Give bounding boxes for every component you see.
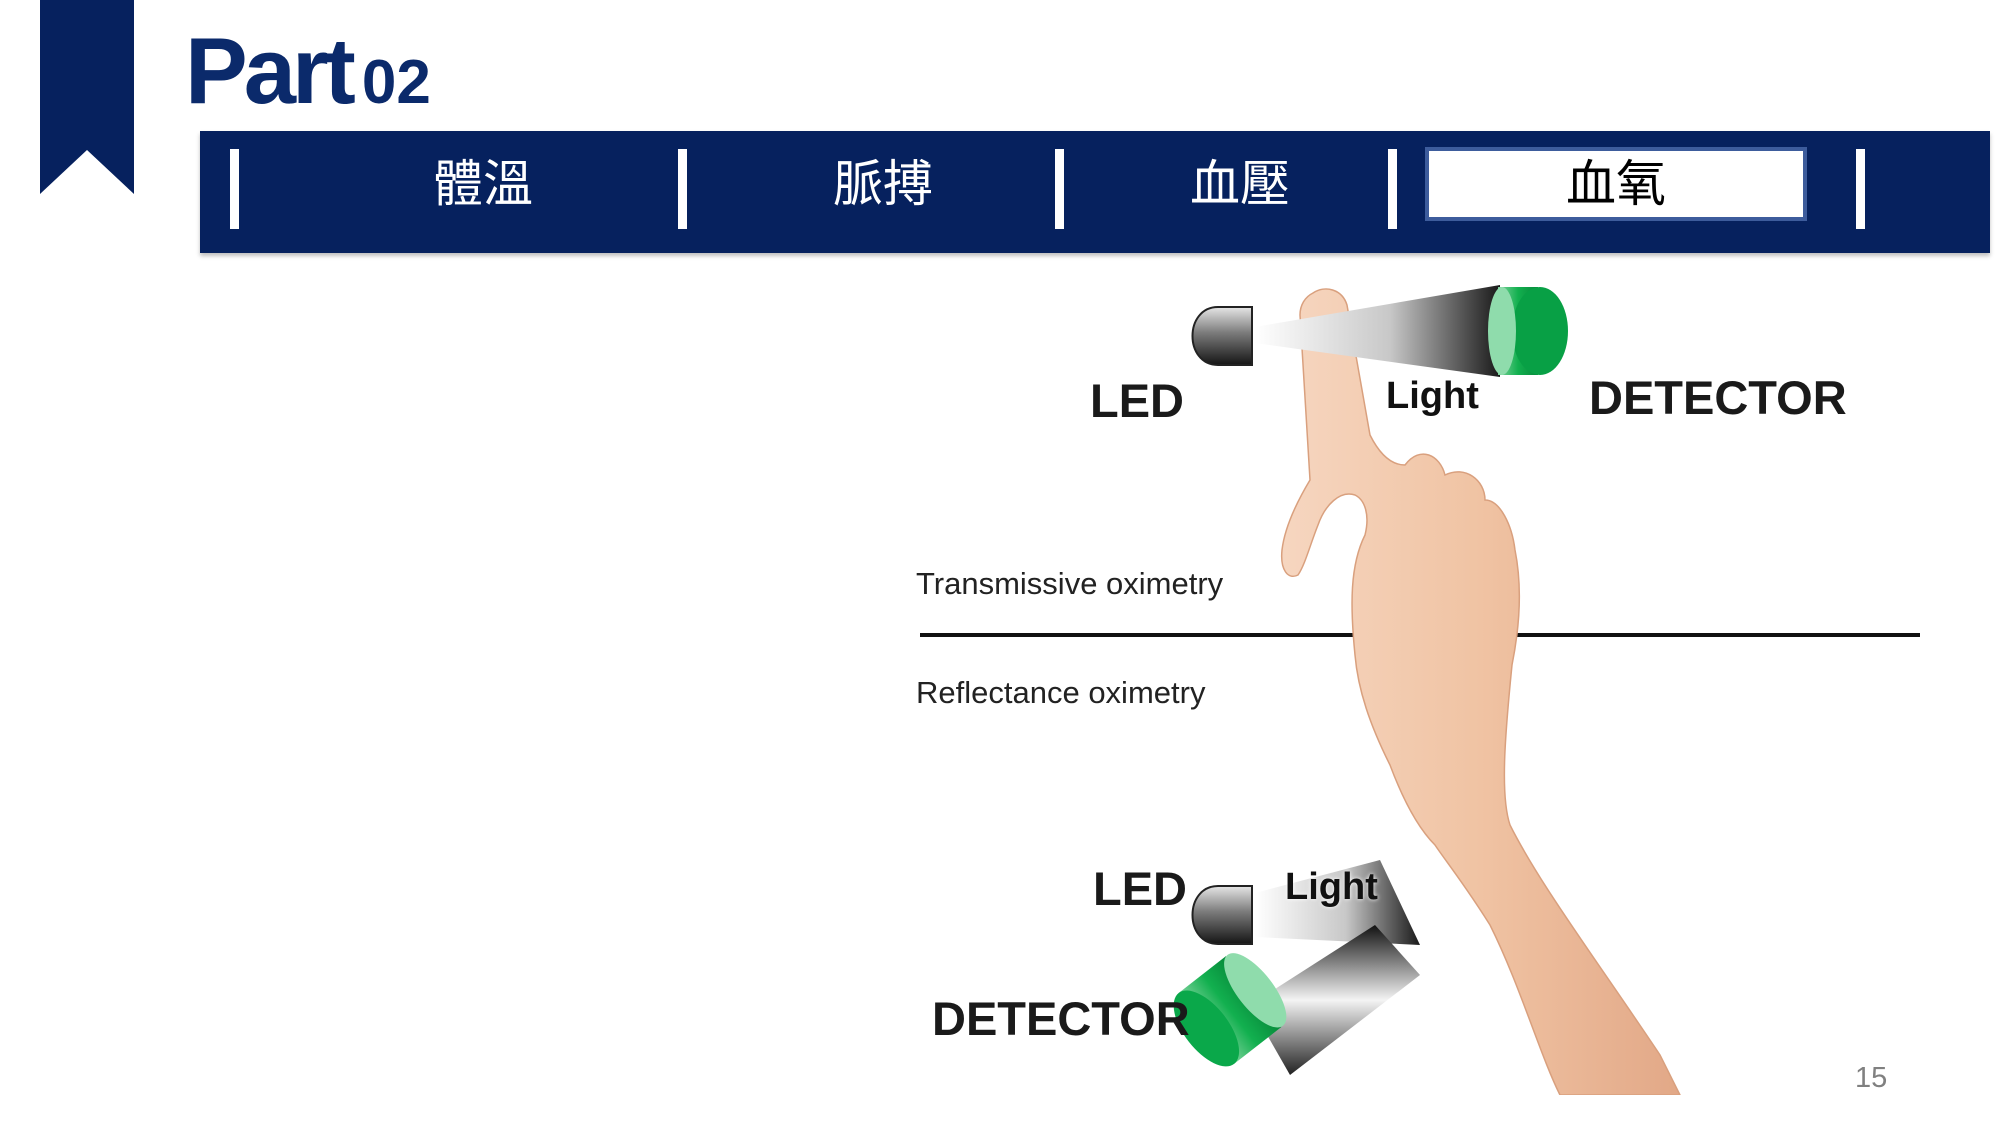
bottom-light-beam-out	[1250, 925, 1420, 1075]
topic-nav-bar: 體溫 脈搏 血壓 血氧	[200, 131, 1990, 253]
top-detector-label: DETECTOR	[1589, 371, 1847, 424]
bottom-detector-label: DETECTOR	[932, 992, 1190, 1045]
bottom-light-label: Light	[1285, 866, 1378, 908]
bookmark-ribbon-icon	[40, 0, 134, 194]
reflectance-label: Reflectance oximetry	[916, 675, 1206, 710]
top-led-icon	[1191, 306, 1253, 366]
oximetry-diagram	[920, 285, 1920, 1095]
tab-blood-pressure[interactable]: 血壓	[1190, 155, 1290, 213]
top-light-label: Light	[1386, 375, 1479, 417]
nav-separator	[1856, 149, 1865, 229]
tab-blood-oxygen[interactable]: 血氧	[1425, 147, 1807, 221]
bottom-light-beam-in	[1255, 860, 1420, 945]
nav-separator	[230, 149, 239, 229]
bottom-led-icon	[1191, 885, 1253, 945]
section-title-number: 02	[361, 48, 431, 117]
nav-separator	[678, 149, 687, 229]
transmissive-label: Transmissive oximetry	[916, 566, 1224, 601]
top-light-beam	[1255, 285, 1500, 377]
section-title-word: Part	[185, 18, 356, 123]
top-detector-icon	[1488, 287, 1568, 375]
tab-pulse[interactable]: 脈搏	[833, 155, 933, 213]
nav-separator	[1388, 149, 1397, 229]
bottom-led-label: LED	[1093, 862, 1187, 915]
tab-body-temperature[interactable]: 體溫	[433, 155, 533, 213]
bottom-detector-icon	[1173, 953, 1287, 1067]
hand-illustration	[1280, 288, 1681, 1095]
nav-separator	[1055, 149, 1064, 229]
page-number: 15	[1855, 1062, 1888, 1094]
top-led-label: LED	[1090, 374, 1184, 427]
oximetry-illustration: LED Light DETECTOR Transmissive oximetry…	[900, 285, 1930, 1095]
